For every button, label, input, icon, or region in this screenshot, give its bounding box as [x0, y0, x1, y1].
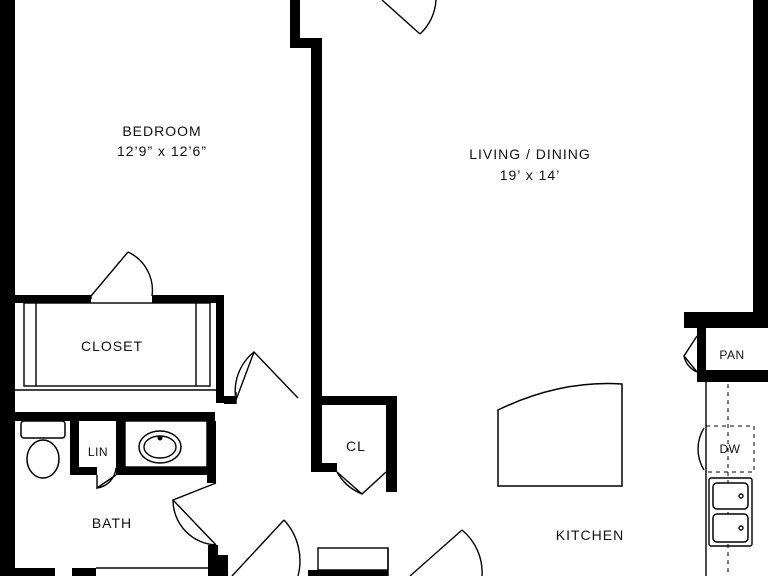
vanity-bottom-wall [116, 467, 216, 475]
kitchen-bottom-wall [308, 570, 388, 576]
pantry-top-wall [684, 312, 768, 328]
closet-door [90, 251, 154, 299]
kitchen-name: KITCHEN [556, 527, 624, 543]
bedroom-size: 12’9” x 12’6” [117, 143, 207, 159]
hall-stub [224, 396, 236, 404]
dw-name: DW [720, 442, 741, 456]
kitchen-island [497, 382, 623, 487]
cl-name: CL [346, 438, 366, 454]
cl-bottom-wall [311, 463, 337, 472]
lin-door [96, 467, 117, 490]
left-exterior-wall [0, 0, 15, 576]
sink-bowl-lower [712, 513, 749, 543]
bedroom-door [234, 350, 299, 401]
closet-shelving [15, 302, 237, 404]
toilet-tank [20, 420, 66, 439]
labels: BEDROOM 12’9” x 12’6” LIVING / DINING 19… [81, 123, 744, 543]
kitchen-sink-outline [708, 477, 753, 547]
pantry-side-wall [697, 328, 706, 380]
sink-faucet [157, 435, 163, 441]
bath-right-wall-upper [207, 421, 216, 483]
bath-bottom-wall-a [15, 568, 55, 576]
dw-door [697, 427, 705, 471]
lin-name: LIN [88, 445, 108, 459]
sink-drain-upper [738, 493, 744, 499]
kitchen-fixtures [317, 382, 755, 576]
closet-top-wall-left [15, 295, 91, 303]
cl-left-wall [311, 400, 322, 472]
partition-main [311, 38, 322, 404]
bath-top-wall [15, 412, 215, 421]
cl-door [336, 471, 387, 495]
closet-shelf-outline [23, 302, 211, 387]
right-exterior-wall [753, 0, 768, 314]
hall-door-lower [231, 519, 301, 576]
lin-right-wall [116, 421, 125, 475]
hall-wall-lower [218, 555, 228, 576]
sink-drain-lower [738, 525, 744, 531]
closet-top-wall-right [152, 295, 224, 303]
closet-name: CLOSET [81, 338, 143, 354]
living-size: 19’ x 14’ [500, 167, 561, 183]
partition-top [290, 0, 300, 40]
bath-name: BATH [92, 515, 132, 531]
dishwasher-outline [705, 425, 755, 473]
bath-door [171, 482, 217, 546]
cl-top-wall [311, 396, 397, 405]
kitchen-door-lower [409, 529, 483, 576]
lin-left-wall [70, 421, 79, 475]
cl-right-wall [386, 396, 397, 492]
vanity-counter [124, 420, 208, 468]
bath-bottom-wall-b [72, 568, 96, 576]
pan-name: PAN [719, 348, 744, 362]
bath-right-wall-lower [208, 545, 218, 576]
lin-bottom-wall [70, 467, 97, 475]
living-name: LIVING / DINING [469, 146, 591, 162]
bedroom-name: BEDROOM [122, 123, 201, 139]
partition-jog [290, 38, 322, 48]
sink-bowl-upper [712, 482, 749, 510]
closet-right-wall [216, 295, 224, 403]
pan-door [683, 335, 698, 373]
kitchen-lower-cabinet [317, 547, 389, 571]
toilet-bowl [26, 439, 60, 479]
bath-fixtures [20, 420, 208, 569]
doors [90, 0, 705, 576]
entry-door [381, 0, 437, 35]
pantry-bottom-wall [697, 370, 768, 382]
